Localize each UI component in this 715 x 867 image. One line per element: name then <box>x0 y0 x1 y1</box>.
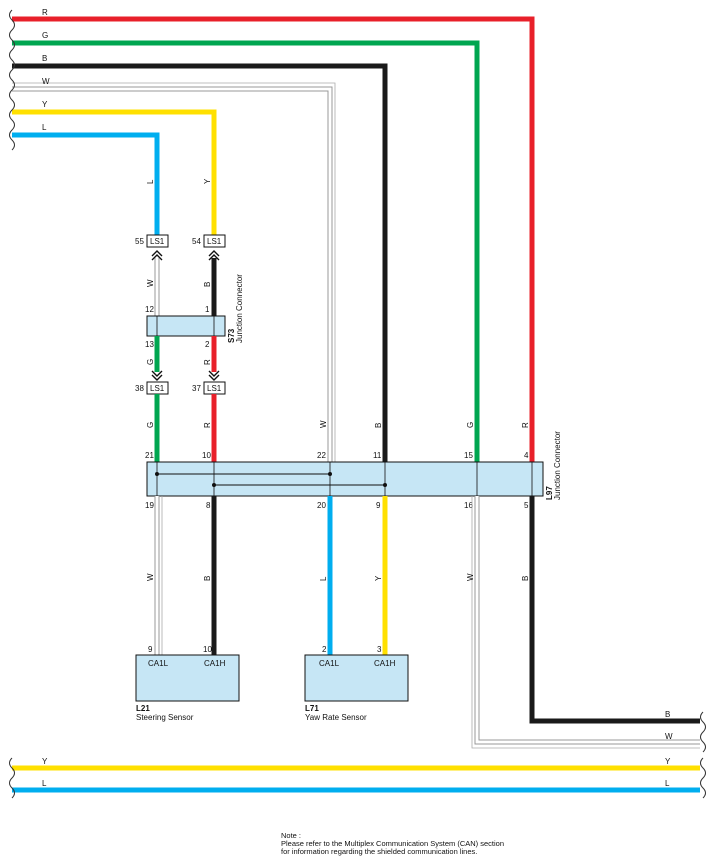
l21-steering-sensor: 9 10 CA1L CA1H L21 Steering Sensor <box>135 645 240 722</box>
l71-id: L71 <box>305 704 319 713</box>
wire-letter-w-right: W <box>466 573 475 581</box>
ls1-pin: 38 <box>135 384 144 393</box>
wire-y-top <box>12 109 217 235</box>
wire-letter-b-right: B <box>521 576 530 581</box>
ls1-pin: 37 <box>192 384 201 393</box>
right-exit-letter: W <box>665 732 673 741</box>
wire-letter-l71-left: L <box>319 576 328 581</box>
shield-top-outer <box>12 82 336 462</box>
wire-letter-w-bus: W <box>319 420 328 428</box>
l97-bottom-pin: 19 <box>145 501 154 510</box>
wire-letter-g-bus: G <box>466 422 475 428</box>
ls1-pin: 54 <box>192 237 201 246</box>
wire-w-top-core <box>12 87 332 462</box>
break-marks-top <box>9 9 15 151</box>
note: Note : Please refer to the Multiplex Com… <box>281 832 611 856</box>
right-exit-letter: B <box>665 710 670 719</box>
s73-pin: 13 <box>145 340 154 349</box>
l71-name: Yaw Rate Sensor <box>305 713 367 722</box>
wire-w-top <box>12 86 333 462</box>
bottom-wire-letter: L <box>42 779 47 788</box>
s73-name: Junction Connector <box>235 274 244 343</box>
wire-letter-col1-low: G <box>146 359 155 365</box>
l97-junction-connector: 21 10 22 11 15 4 19 8 20 9 16 5 L97 Junc… <box>145 431 562 510</box>
l97-bottom-pin: 16 <box>464 501 473 510</box>
wire-letter-l71-right: Y <box>374 575 383 581</box>
ls1-upper: LS1 55 LS1 54 <box>135 234 226 248</box>
chevrons-upper <box>151 250 220 261</box>
l97-bottom-pin: 5 <box>524 501 529 510</box>
l97-bottom-pin: 20 <box>317 501 326 510</box>
top-wire-letter: L <box>42 123 47 132</box>
l97-bottom-pin: 9 <box>376 501 381 510</box>
wire-letter-col1-top: L <box>146 179 155 184</box>
wire-g-top <box>12 40 480 462</box>
wire-letter-col1-mid: W <box>146 279 155 287</box>
l97-top-pin: 21 <box>145 451 154 460</box>
wire-letter-col1-bus: G <box>146 422 155 428</box>
s73-junction-connector: 12 1 13 2 S73 Junction Connector <box>145 274 244 349</box>
wire-letter-col2-mid: B <box>203 282 212 287</box>
ls1-pin: 55 <box>135 237 144 246</box>
bottom-wire-letter: L <box>665 779 670 788</box>
l21-pin-name: CA1L <box>148 659 169 668</box>
top-wire-letter: W <box>42 77 50 86</box>
s73-pin: 12 <box>145 305 154 314</box>
l71-pin-name: CA1H <box>374 659 396 668</box>
note-line: Please refer to the Multiplex Communicat… <box>281 839 505 848</box>
top-wire-letter: R <box>42 8 48 17</box>
l21-id: L21 <box>136 704 150 713</box>
ls1-label: LS1 <box>207 384 222 393</box>
bottom-wires <box>12 765 700 793</box>
wire-letter-col1-bottom: W <box>146 573 155 581</box>
l97-top-pin: 10 <box>202 451 211 460</box>
note-title: Note : <box>281 831 302 840</box>
ls1-lower: LS1 38 LS1 37 <box>135 381 226 395</box>
l21-pin-name: CA1H <box>204 659 226 668</box>
wire-letter-col2-top: Y <box>203 178 212 184</box>
top-wire-letter: Y <box>42 100 48 109</box>
l71-pin-num: 2 <box>322 645 327 654</box>
top-wire-letter: B <box>42 54 47 63</box>
l97-top-pin: 11 <box>373 451 382 460</box>
bottom-wire-letter: Y <box>665 757 671 766</box>
wire-letter-b-bus: B <box>374 423 383 428</box>
l97-bottom-pin: 8 <box>206 501 211 510</box>
ls1-label: LS1 <box>150 384 165 393</box>
l21-name: Steering Sensor <box>136 713 194 722</box>
break-marks-bottom <box>9 711 706 799</box>
s73-pin: 1 <box>205 305 210 314</box>
ls1-label: LS1 <box>207 237 222 246</box>
l97-id: L97 <box>545 486 554 500</box>
l97-top-pin: 4 <box>524 451 529 460</box>
wire-b-top <box>12 63 388 462</box>
wire-letter-r-bus: R <box>521 422 530 428</box>
l21-pin-num: 9 <box>148 645 153 654</box>
note-line: for information regarding the shielded c… <box>281 847 478 856</box>
l97-top-pin: 15 <box>464 451 473 460</box>
chevrons-lower <box>151 370 220 381</box>
wire-letter-col2-bottom: B <box>203 576 212 581</box>
top-wire-letter: G <box>42 31 48 40</box>
l71-yaw-rate-sensor: 2 3 CA1L CA1H L71 Yaw Rate Sensor <box>304 645 409 722</box>
top-wires <box>12 16 535 462</box>
l21-pin-num: 10 <box>203 645 212 654</box>
s73-pin: 2 <box>205 340 210 349</box>
bottom-wire-letter: Y <box>42 757 48 766</box>
l97-name: Junction Connector <box>553 431 562 500</box>
wire-r-top <box>12 16 535 462</box>
l71-pin-name: CA1L <box>319 659 340 668</box>
wire-letter-col2-bus: R <box>203 422 212 428</box>
wire-l-top <box>12 132 160 235</box>
s73-id: S73 <box>227 328 236 343</box>
ls1-label: LS1 <box>150 237 165 246</box>
l71-pin-num: 3 <box>377 645 382 654</box>
l97-top-pin: 22 <box>317 451 326 460</box>
wire-letter-col2-low: R <box>203 359 212 365</box>
